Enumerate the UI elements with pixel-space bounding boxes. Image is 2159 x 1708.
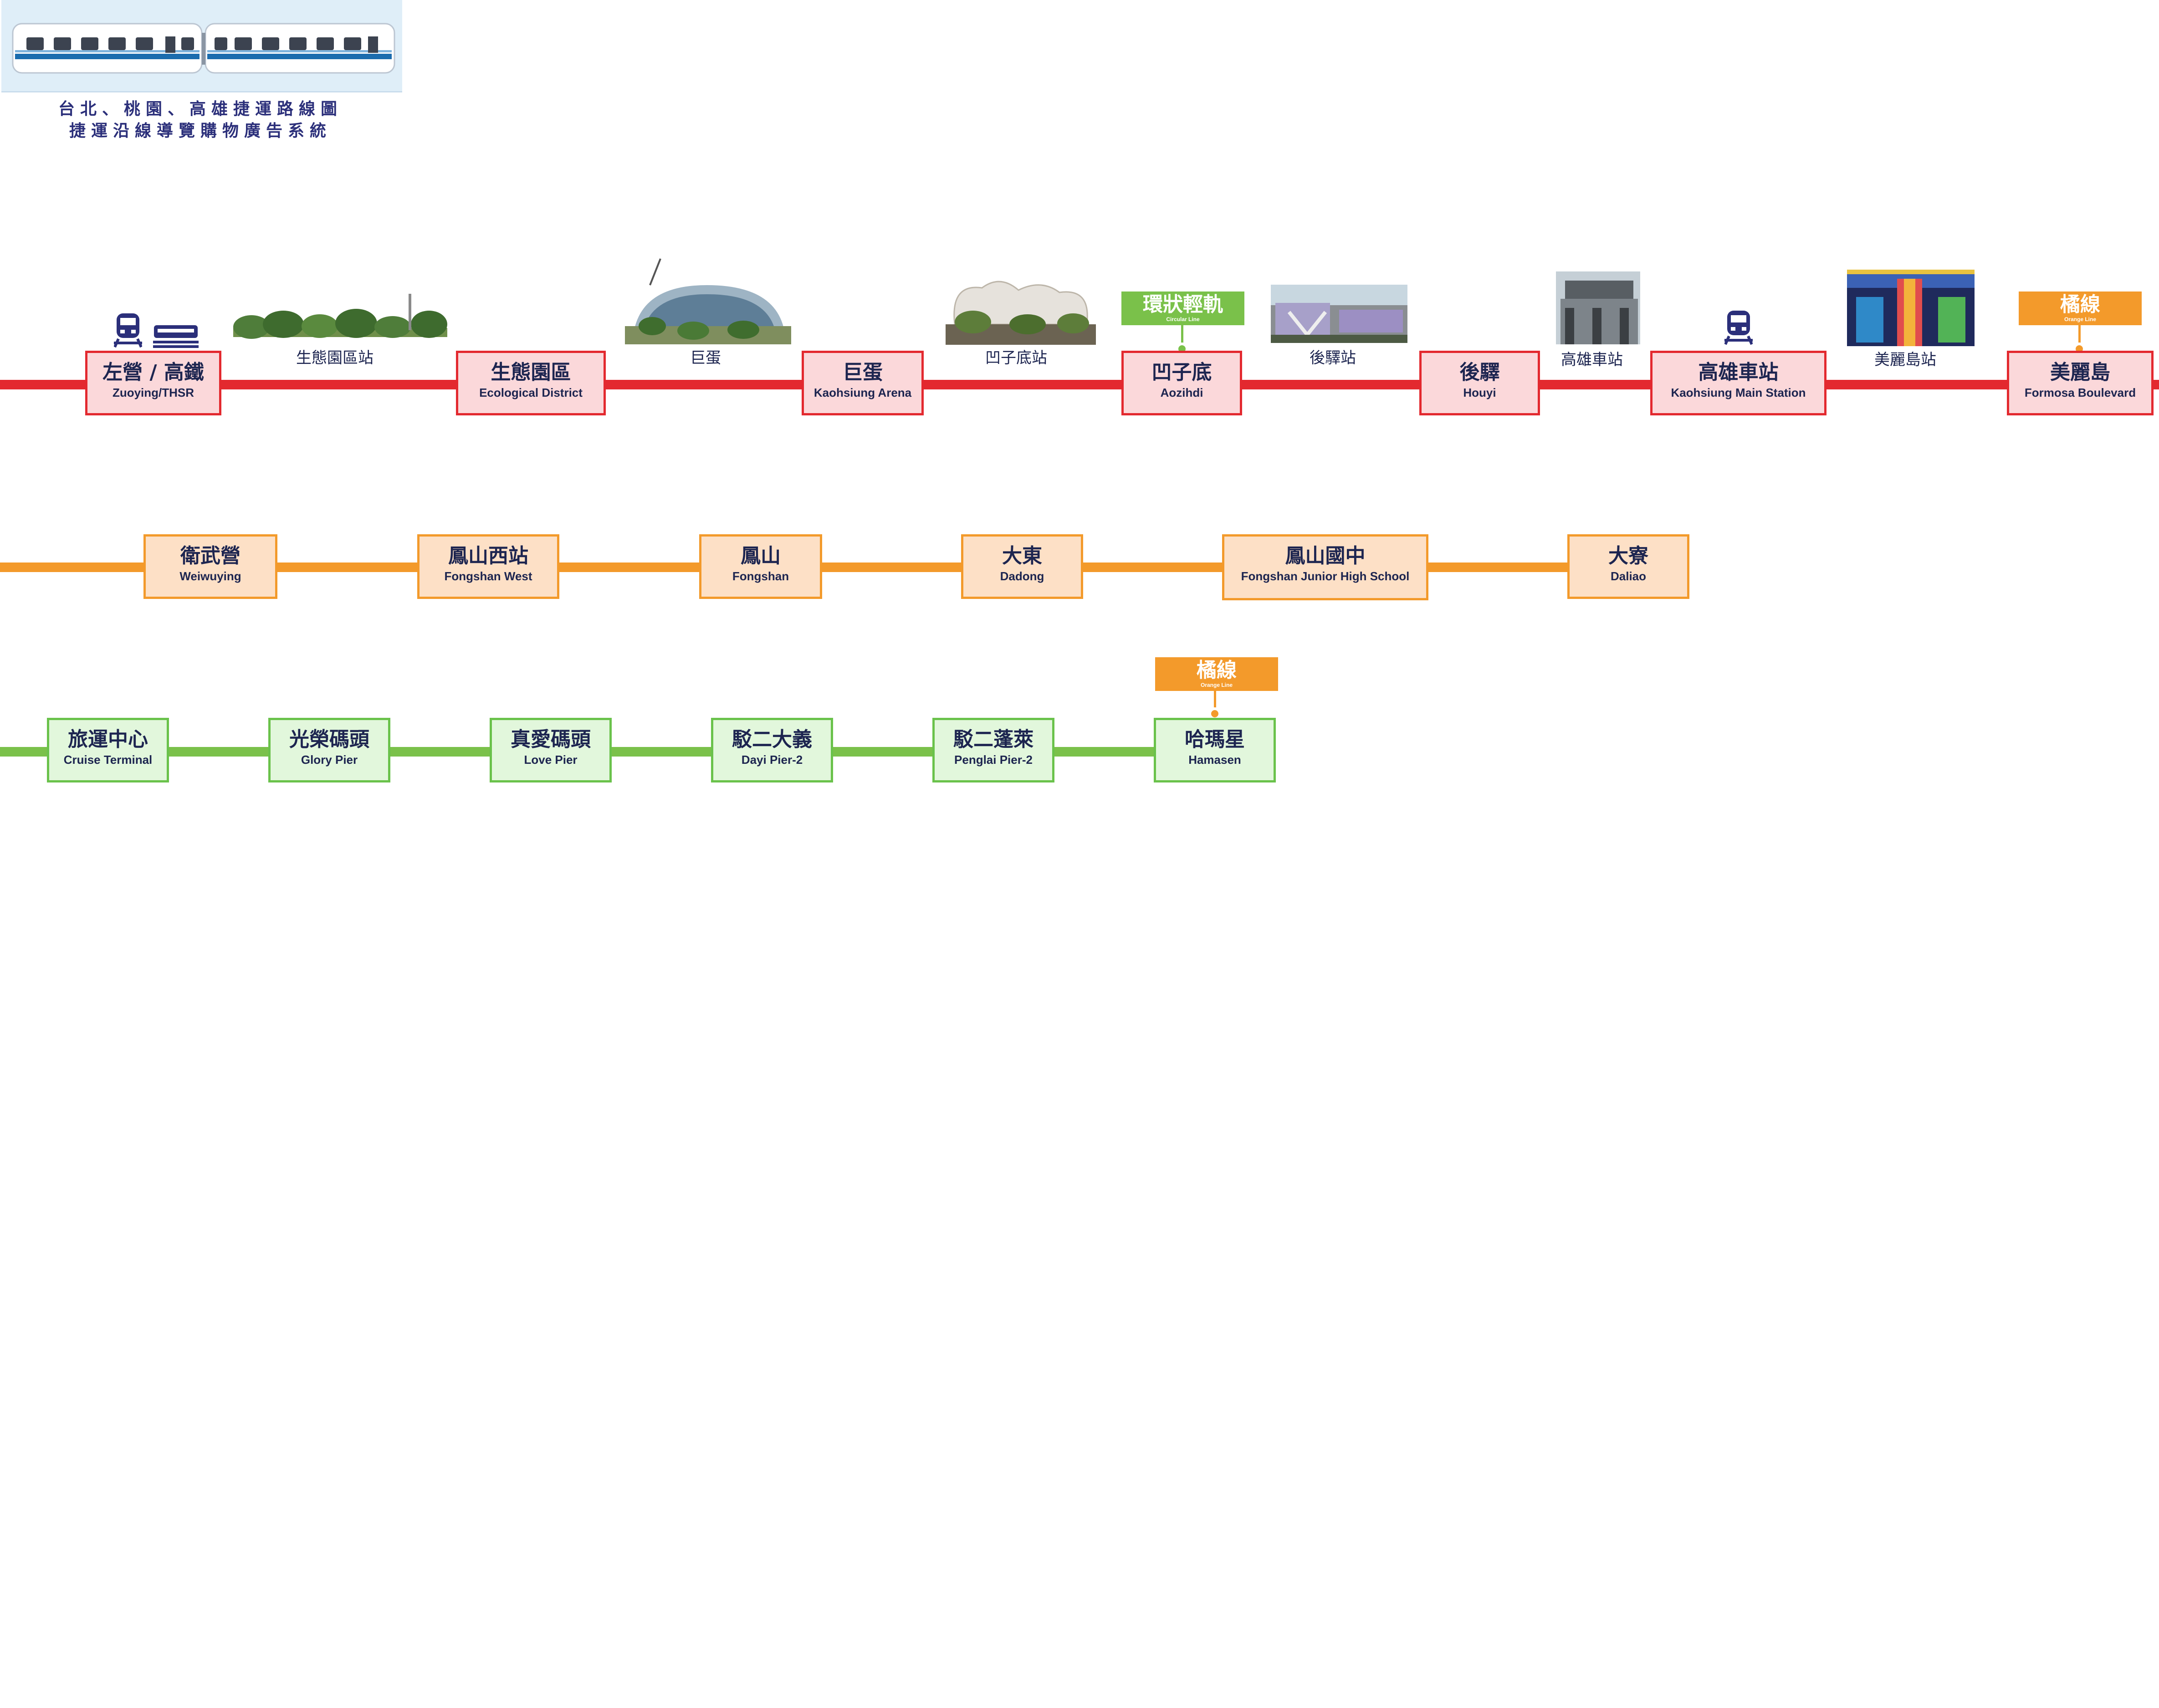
station-formosa-boulevard[interactable]: 美麗島 Formosa Boulevard	[2007, 351, 2154, 415]
photo-label-formosa: 美麗島站	[1874, 351, 1936, 369]
station-name-zh: 駁二蓬萊	[953, 728, 1033, 751]
station-name-en: Dadong	[1000, 569, 1044, 583]
header: 台北、桃園、高雄捷運路線圖 捷運沿線導覽購物廣告系統	[0, 0, 405, 140]
station-name-en: Daliao	[1610, 569, 1647, 583]
station-fongshan[interactable]: 鳳山 Fongshan	[699, 534, 822, 599]
station-kaohsiung-arena[interactable]: 巨蛋 Kaohsiung Arena	[802, 351, 924, 415]
transfer-orange-line: 橘線 Orange Line	[2019, 291, 2142, 325]
station-name-zh: 鳳山國中	[1285, 544, 1366, 568]
station-name-en: Cruise Terminal	[63, 753, 153, 767]
station-daliao[interactable]: 大寮 Daliao	[1567, 534, 1689, 599]
station-name-en: Fongshan	[732, 569, 789, 583]
station-dadong[interactable]: 大東 Dadong	[961, 534, 1083, 599]
photo-label-arena: 巨蛋	[690, 349, 721, 367]
station-name-en: Love Pier	[524, 753, 578, 767]
station-zuoying[interactable]: 左營 / 高鐵 Zuoying/THSR	[85, 351, 221, 415]
station-name-zh: 美麗島	[2050, 361, 2110, 384]
transfer-circular-line: 環狀輕軌 Circular Line	[1121, 291, 1244, 325]
red-line-track	[0, 380, 2159, 389]
station-fongshan-west[interactable]: 鳳山西站 Fongshan West	[417, 534, 559, 599]
station-cruise-terminal[interactable]: 旅運中心 Cruise Terminal	[47, 718, 169, 782]
station-name-en: Ecological District	[479, 386, 583, 399]
station-name-en: Fongshan West	[444, 569, 532, 583]
station-houyi[interactable]: 後驛 Houyi	[1419, 351, 1540, 415]
transfer-circular-en: Circular Line	[1166, 316, 1200, 322]
photo-label-houyi: 後驛站	[1310, 349, 1356, 367]
transfer-orange-zh: 橘線	[2060, 293, 2100, 316]
station-name-zh: 光榮碼頭	[289, 728, 369, 751]
station-name-zh: 巨蛋	[843, 361, 883, 384]
title-line-2: 捷運沿線導覽購物廣告系統	[69, 122, 332, 140]
station-name-zh: 後驛	[1459, 361, 1500, 384]
photo-ecological-district	[233, 294, 447, 339]
photo-houyi	[1271, 285, 1407, 343]
station-name-en: Formosa Boulevard	[2024, 386, 2136, 399]
transfer-orange-en: Orange Line	[1200, 682, 1233, 688]
photo-kaohsiung-main	[1556, 271, 1640, 344]
transfer-orange-line: 橘線 Orange Line	[1155, 657, 1278, 691]
station-name-en: Kaohsiung Arena	[813, 386, 912, 399]
station-name-en: Fongshan Junior High School	[1241, 569, 1410, 583]
photo-kaohsiung-arena	[625, 258, 791, 344]
hsr-train-icon	[153, 325, 199, 348]
station-penglai-pier-2[interactable]: 駁二蓬萊 Penglai Pier-2	[932, 718, 1054, 782]
station-name-zh: 高雄車站	[1698, 361, 1779, 384]
station-name-en: Hamasen	[1188, 753, 1241, 767]
station-name-zh: 凹子底	[1151, 361, 1212, 384]
photo-label-aozihdi: 凹子底站	[985, 349, 1047, 367]
station-ecological-district[interactable]: 生態園區 Ecological District	[456, 351, 606, 415]
station-kaohsiung-main[interactable]: 高雄車站 Kaohsiung Main Station	[1650, 351, 1826, 415]
mrt-train-icon	[114, 313, 142, 348]
green-line-track	[0, 747, 1271, 757]
station-dayi-pier-2[interactable]: 駁二大義 Dayi Pier-2	[711, 718, 833, 782]
transfer-connector	[2078, 325, 2081, 343]
station-name-en: Dayi Pier-2	[741, 753, 803, 767]
station-name-en: Kaohsiung Main Station	[1671, 386, 1806, 399]
photo-formosa-boulevard	[1847, 270, 1975, 346]
station-name-zh: 衛武營	[180, 544, 240, 568]
photo-aozihdi	[946, 270, 1096, 345]
station-glory-pier[interactable]: 光榮碼頭 Glory Pier	[268, 718, 390, 782]
station-name-zh: 大東	[1002, 544, 1042, 568]
station-name-en: Houyi	[1463, 386, 1496, 399]
station-hamasen[interactable]: 哈瑪星 Hamasen	[1154, 718, 1276, 782]
station-name-zh: 大寮	[1608, 544, 1648, 568]
station-name-zh: 駁二大義	[732, 728, 812, 751]
station-name-zh: 鳳山西站	[448, 544, 528, 568]
transfer-orange-zh: 橘線	[1197, 659, 1237, 682]
station-weiwuying[interactable]: 衛武營 Weiwuying	[143, 534, 277, 599]
station-name-zh: 鳳山	[741, 544, 781, 568]
station-name-en: Zuoying/THSR	[112, 386, 194, 399]
station-name-en: Glory Pier	[301, 753, 358, 767]
photo-label-main-station: 高雄車站	[1561, 351, 1623, 369]
transfer-connector	[1181, 325, 1183, 343]
train-illustration	[1, 0, 402, 92]
title-line-1: 台北、桃園、高雄捷運路線圖	[58, 100, 343, 118]
station-name-zh: 生態園區	[491, 361, 571, 384]
station-name-en: Penglai Pier-2	[954, 753, 1033, 767]
station-name-zh: 真愛碼頭	[511, 728, 591, 751]
station-name-en: Aozihdi	[1160, 386, 1203, 399]
transfer-circular-zh: 環狀輕軌	[1143, 293, 1223, 316]
transfer-orange-en: Orange Line	[2064, 316, 2096, 322]
transfer-connector	[1214, 691, 1216, 708]
station-aozihdi[interactable]: 凹子底 Aozihdi	[1121, 351, 1242, 415]
station-name-zh: 旅運中心	[68, 728, 148, 751]
station-name-en: Weiwuying	[179, 569, 241, 583]
station-name-zh: 左營 / 高鐵	[102, 361, 204, 384]
mrt-train-icon	[1724, 311, 1753, 345]
photo-label-ecological: 生態園區站	[296, 349, 373, 367]
station-fongshan-junior-high[interactable]: 鳳山國中 Fongshan Junior High School	[1222, 534, 1428, 600]
station-love-pier[interactable]: 真愛碼頭 Love Pier	[490, 718, 612, 782]
station-name-zh: 哈瑪星	[1185, 728, 1245, 751]
